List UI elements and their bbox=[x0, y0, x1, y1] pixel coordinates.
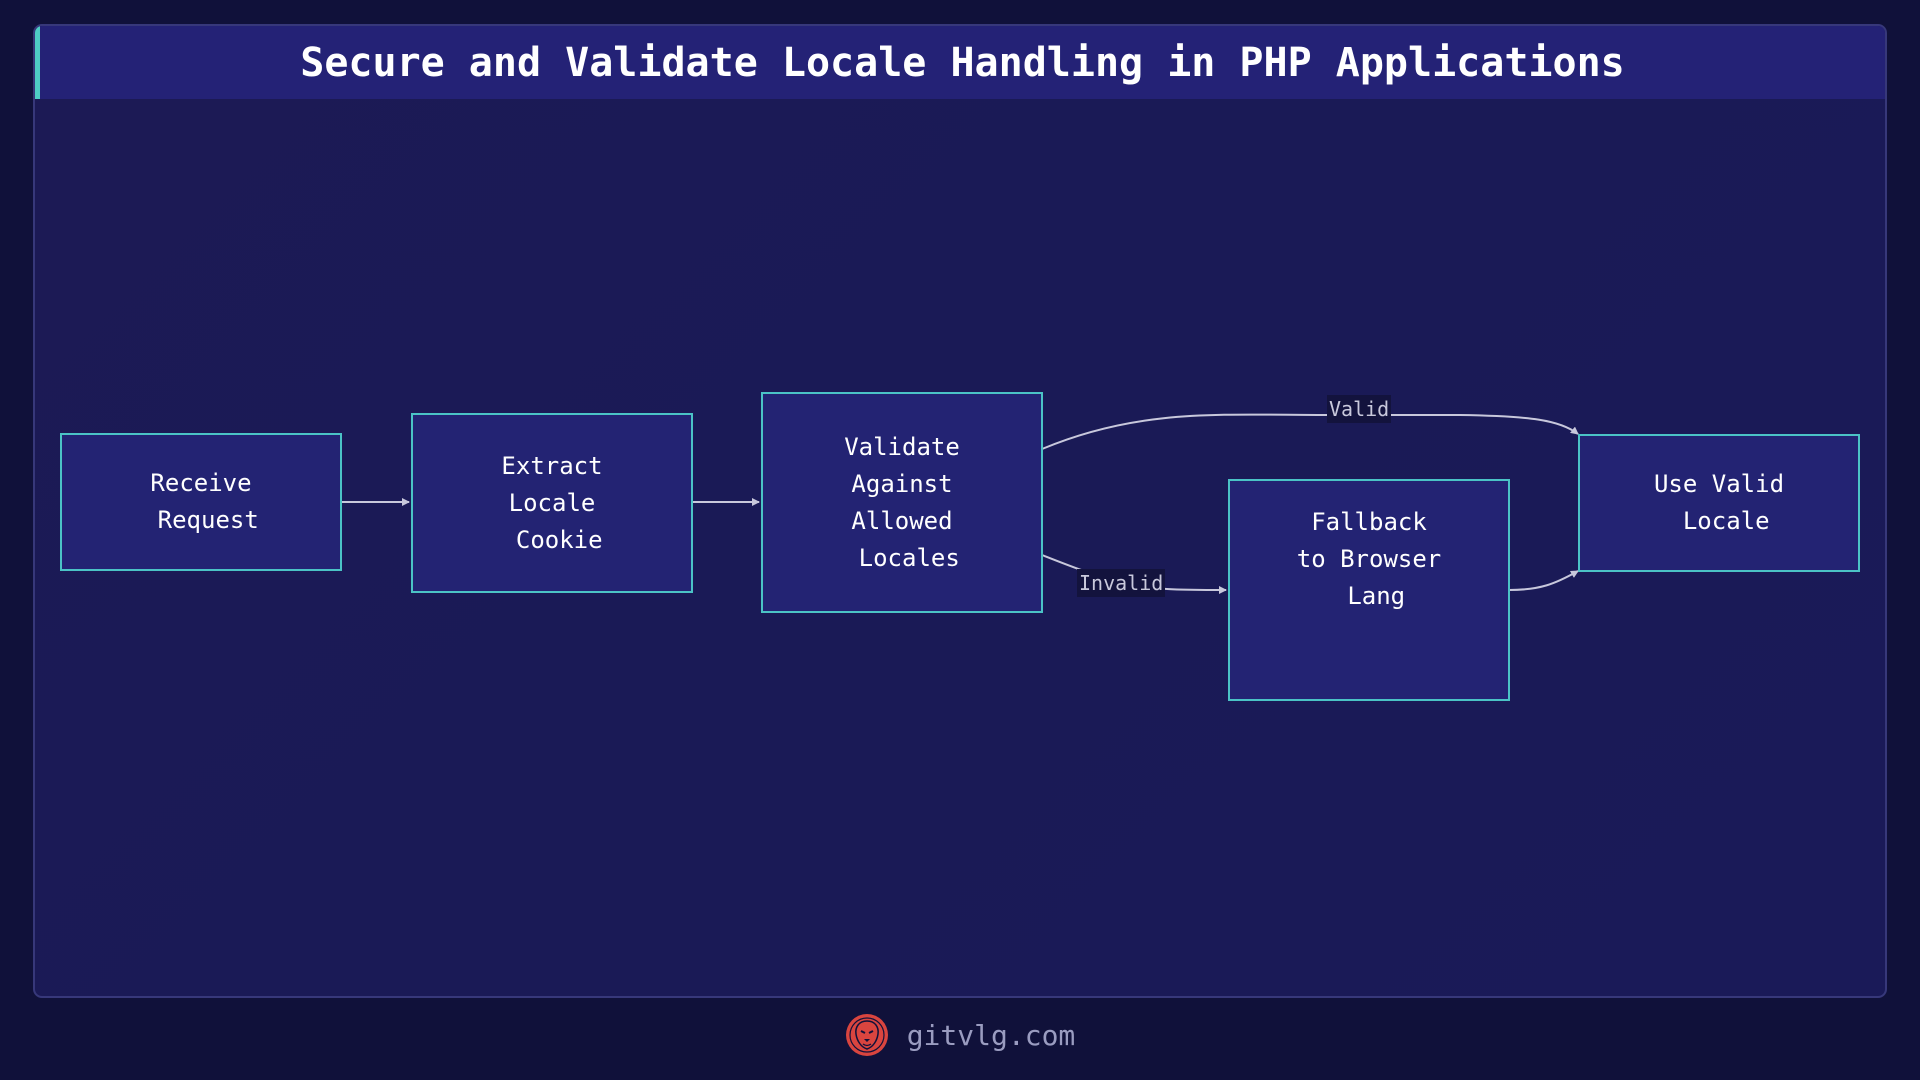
node-label: Validate Against Allowed Locales bbox=[844, 432, 960, 572]
title-bar: Secure and Validate Locale Handling in P… bbox=[35, 26, 1885, 99]
node-label: Extract Locale Cookie bbox=[501, 451, 603, 554]
node-label: Fallback to Browser Lang bbox=[1296, 508, 1442, 610]
node-label: Receive Request bbox=[150, 469, 259, 534]
node-receive-request: Receive Request bbox=[60, 433, 342, 571]
node-use-valid-locale: Use Valid Locale bbox=[1578, 434, 1860, 572]
page-title: Secure and Validate Locale Handling in P… bbox=[300, 39, 1625, 86]
footer: gitvlg.com bbox=[0, 1012, 1920, 1058]
edge-label-invalid: Invalid bbox=[1077, 569, 1166, 597]
node-validate-allowed-locales: Validate Against Allowed Locales bbox=[761, 392, 1043, 613]
edge-label-valid: Valid bbox=[1327, 395, 1392, 423]
node-extract-locale-cookie: Extract Locale Cookie bbox=[411, 413, 693, 593]
node-label: Use Valid Locale bbox=[1653, 470, 1785, 535]
lion-logo-icon bbox=[845, 1014, 888, 1056]
node-fallback-browser-lang: Fallback to Browser Lang bbox=[1228, 479, 1510, 701]
footer-site-text: gitvlg.com bbox=[906, 1018, 1076, 1052]
